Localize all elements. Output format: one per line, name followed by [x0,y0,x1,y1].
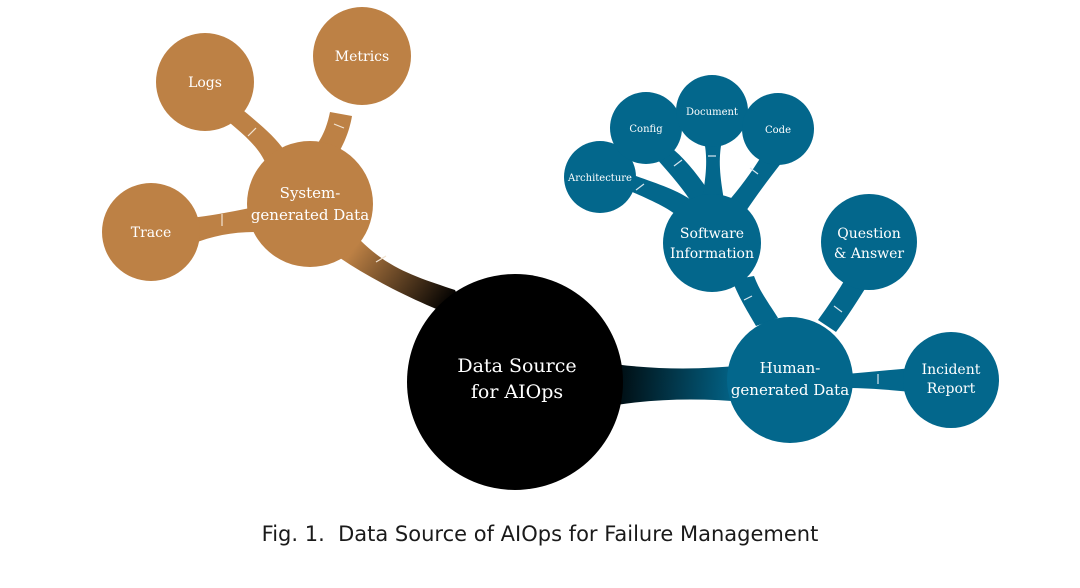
question-answer-node [821,194,917,290]
tick-human-software [743,295,753,301]
logs-label: Logs [188,75,222,91]
connector-software-config [656,150,712,206]
tick-system-metrics [333,123,345,129]
software-hub-label-line1: Software [680,226,744,242]
question-answer-label-line2: & Answer [834,246,904,262]
system-generated-data-node [247,141,373,267]
config-node [610,92,682,164]
caption-label: Fig. 1. [261,522,325,546]
software-information-node [663,194,761,292]
human-hub-label-line1: Human- [760,359,821,377]
architecture-node [564,141,636,213]
software-hub-label-line2: Information [670,246,754,262]
root-label-line1: Data Source [457,355,576,377]
connector-root-system [340,240,470,322]
question-answer-label-line1: Question [837,226,901,242]
trace-node [102,183,200,281]
trace-label: Trace [131,225,172,241]
system-hub-label-line2: generated Data [251,206,369,224]
join-ticks [221,123,879,384]
human-generated-data-node [727,317,853,443]
incident-report-node [903,332,999,428]
human-branch: Human- generated Data Software Informati… [564,75,999,443]
incident-report-label-line2: Report [927,381,976,397]
tick-root-system [375,255,387,263]
tick-system-logs [247,127,257,137]
tick-software-code [749,167,759,175]
tick-human-qa [833,305,843,313]
connector-human-qa [818,274,868,332]
system-branch: System- generated Data Logs Metrics Trac… [102,7,411,281]
caption-gap [325,522,338,546]
document-node [676,75,748,147]
human-hub-label-line2: generated Data [731,381,849,399]
connector-software-document [702,140,724,200]
root-label-line2: for AIOps [471,381,563,403]
figure-caption: Fig. 1. Data Source of AIOps for Failure… [0,522,1080,546]
root-node [407,274,623,490]
metrics-node [313,7,411,105]
root: Data Source for AIOps [407,274,623,490]
tick-software-architecture [635,183,645,191]
code-label: Code [765,125,791,136]
connector-human-software [732,276,778,326]
code-node [742,93,814,165]
config-label: Config [629,124,663,135]
incident-report-label-line1: Incident [922,362,981,378]
caption-text: Data Source of AIOps for Failure Managem… [338,522,819,546]
logs-node [156,33,254,131]
mind-map-diagram: System- generated Data Logs Metrics Trac… [102,7,999,490]
connector-human-incident [846,368,912,392]
system-hub-label-line1: System- [280,184,341,202]
document-label: Document [686,107,738,118]
architecture-label: Architecture [567,173,632,184]
connector-root-human [600,362,745,408]
connector-software-code [726,152,782,214]
metrics-label: Metrics [335,49,389,65]
tick-software-config [673,159,683,167]
